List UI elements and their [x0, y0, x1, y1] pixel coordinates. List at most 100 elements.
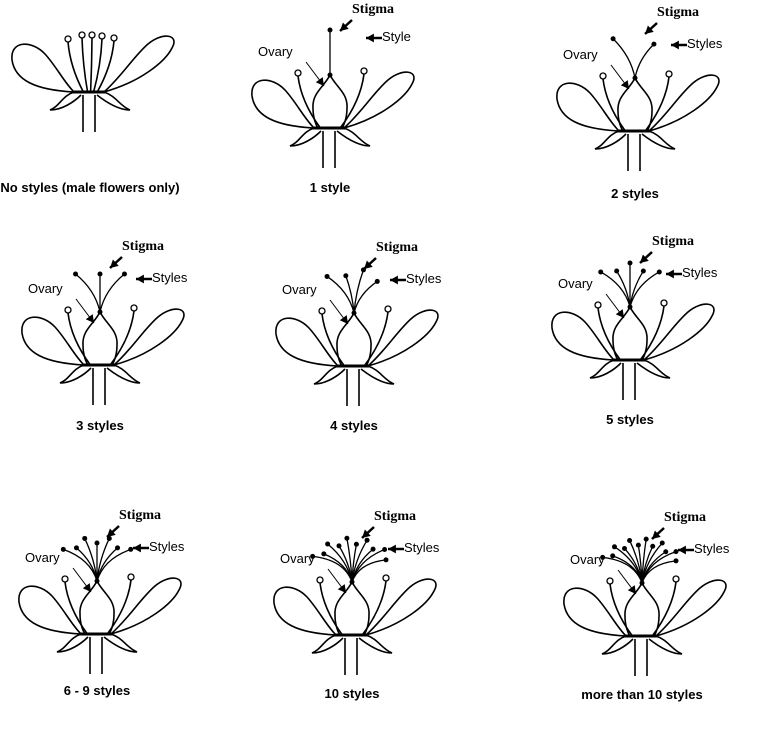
- style-arrowhead-icon: [133, 543, 141, 553]
- anther: [660, 299, 668, 307]
- style-arrowhead-icon: [136, 274, 144, 284]
- anther: [606, 577, 614, 585]
- petal-left: [551, 311, 615, 361]
- style-arrowhead-icon: [666, 269, 674, 279]
- stigma-10: [383, 557, 389, 563]
- stamen-filament: [319, 582, 344, 636]
- sepal-right: [641, 130, 676, 150]
- ovary-top: [94, 578, 100, 584]
- stigma-8: [370, 546, 376, 552]
- stamen-filament: [339, 73, 365, 129]
- stigma-9: [659, 540, 665, 546]
- stigma-4: [336, 543, 342, 549]
- stigma-11: [673, 549, 679, 555]
- sepal-right: [636, 359, 671, 379]
- caption-1: 1 style: [309, 180, 351, 195]
- anther: [294, 69, 302, 77]
- style-arrowhead-icon: [388, 544, 396, 554]
- style-3: [99, 273, 125, 313]
- ovary-arrowhead-icon: [337, 584, 346, 593]
- style-label: Styles: [404, 540, 440, 555]
- sepal-left: [589, 359, 622, 379]
- stigma-2: [321, 551, 327, 557]
- stigma-arrowhead-icon: [340, 22, 349, 31]
- style-1: [75, 273, 101, 313]
- stigma-10: [663, 549, 669, 555]
- ovary-top: [327, 72, 333, 78]
- sepal-right: [360, 365, 395, 385]
- anther: [127, 573, 135, 581]
- stamen-filament: [297, 75, 322, 129]
- stamen-filament: [109, 310, 135, 366]
- petal-right: [365, 578, 437, 636]
- stamen-filament: [67, 312, 92, 366]
- sepal-right: [336, 127, 371, 147]
- style-label: Styles: [682, 265, 718, 280]
- style-arrowhead-icon: [390, 275, 398, 285]
- stamen-filament: [363, 311, 389, 367]
- stigma-1: [60, 546, 66, 552]
- stigma-4: [622, 545, 628, 551]
- sepal-right: [96, 91, 131, 111]
- ovary-label: Ovary: [28, 281, 63, 296]
- petal-right: [113, 308, 185, 366]
- petal-right: [343, 71, 415, 129]
- caption-8: more than 10 styles: [581, 687, 703, 702]
- stigma-2: [651, 41, 657, 47]
- stigma-label: Stigma: [376, 240, 418, 255]
- anther: [594, 301, 602, 309]
- stigma-1: [600, 554, 606, 560]
- stigma-1: [327, 27, 333, 33]
- caption-3: 3 styles: [76, 418, 124, 433]
- sepal-right: [358, 634, 393, 654]
- ovary-top: [639, 580, 645, 586]
- style-label: Style: [382, 29, 411, 44]
- style-12: [641, 560, 677, 584]
- anther: [672, 575, 680, 583]
- stigma-3: [121, 271, 127, 277]
- sepal-right: [106, 364, 141, 384]
- ovary-arrowhead-icon: [315, 77, 324, 86]
- stamen-filament: [602, 78, 627, 132]
- stigma-4: [640, 268, 646, 274]
- stigma-arrowhead-icon: [364, 260, 373, 269]
- ovary-arrowhead-icon: [615, 309, 624, 318]
- stamen-filament: [609, 583, 634, 637]
- stamen-filament: [106, 579, 132, 635]
- stigma-1: [324, 273, 330, 279]
- anther: [382, 574, 390, 582]
- petal-right: [367, 309, 439, 367]
- stigma-4: [94, 540, 100, 546]
- stigma-2: [97, 271, 103, 277]
- anther: [384, 305, 392, 313]
- stigma-label: Stigma: [652, 234, 694, 249]
- ovary-arrowhead-icon: [627, 585, 636, 594]
- petal-right: [103, 35, 175, 93]
- stigma-3: [325, 541, 331, 547]
- ovary-label: Ovary: [25, 550, 60, 565]
- petal-left: [18, 585, 82, 635]
- caption-2: 2 styles: [611, 186, 659, 201]
- ovary-label: Ovary: [570, 552, 605, 567]
- style-7: [96, 548, 131, 582]
- ovary-top: [97, 309, 103, 315]
- stigma-5: [344, 535, 350, 541]
- style-1: [612, 38, 636, 79]
- stigma-7: [128, 546, 134, 552]
- stigma-1: [610, 36, 616, 42]
- petal-left: [273, 586, 337, 636]
- style-label: Styles: [152, 270, 188, 285]
- stigma-label: Stigma: [122, 239, 164, 254]
- stigma-label: Stigma: [119, 508, 161, 523]
- stamen-filament: [321, 313, 346, 367]
- style-2: [345, 275, 355, 314]
- stigma-arrowhead-icon: [110, 259, 119, 268]
- style-arrowhead-icon: [366, 33, 374, 43]
- stigma-5: [656, 269, 662, 275]
- ovary-top: [627, 304, 633, 310]
- ovary-arrowhead-icon: [82, 583, 91, 592]
- stamen-filament: [597, 307, 622, 361]
- anther: [78, 31, 86, 39]
